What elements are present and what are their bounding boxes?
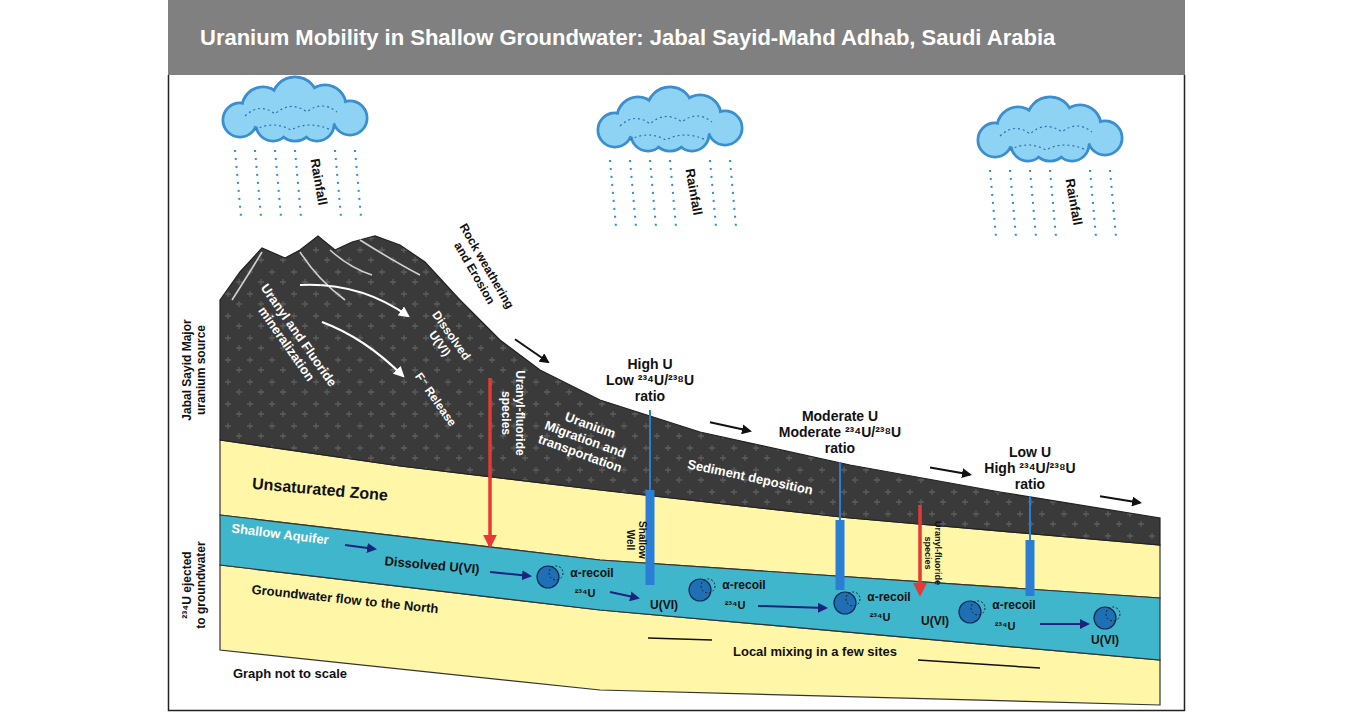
process-label: Sediment deposition (686, 457, 814, 498)
recoil-track (701, 579, 715, 593)
rain-drops (1030, 170, 1036, 237)
mineral-grain (834, 592, 856, 614)
rain-drops (650, 160, 656, 227)
process-label: ²³⁴U ejected to groundwater (181, 541, 209, 628)
ridge-line (232, 252, 262, 300)
infiltration-arrow (488, 378, 492, 546)
species-label: U(VI) (650, 599, 678, 613)
title: Uranium Mobility in Shallow Groundwater:… (168, 0, 1185, 51)
process-label: Rock weathering and Erosion (444, 222, 516, 319)
well-casing (649, 410, 651, 490)
rain-drops (610, 160, 616, 227)
infiltration-arrow (918, 505, 922, 594)
rain-label: Rainfall (307, 158, 330, 207)
frame (169, 75, 1185, 711)
well-result: Moderate U Moderate ²³⁴U/²³⁸U ratio (779, 408, 901, 456)
rain-drops (730, 160, 736, 227)
erosion-arrow (710, 422, 750, 431)
process-label: α-recoil (570, 567, 613, 581)
release-arrow (300, 285, 408, 316)
mineral-grain (689, 579, 711, 601)
bedrock-mountain (220, 236, 1160, 545)
title-bar: Uranium Mobility in Shallow Groundwater:… (168, 0, 1185, 75)
process-label: Uranium Migration and transportation (536, 404, 634, 476)
flow-arrow (758, 606, 826, 608)
source-label: Jabal Sayid Major uranium source (181, 319, 209, 420)
rain-drops (710, 160, 716, 227)
species-label: U(VI) (921, 615, 949, 629)
isotope-label: ²³⁴U (575, 587, 596, 600)
process-label: Dissolved U(VI) (417, 309, 472, 371)
erosion-arrow (515, 339, 548, 362)
release-arrow (322, 322, 403, 376)
well-screen (1026, 540, 1035, 596)
rain-drops (990, 170, 996, 237)
ridge-line (360, 240, 420, 275)
well-casing (1029, 496, 1031, 540)
flow-arrow (610, 592, 638, 598)
rain-label: Rainfall (682, 168, 705, 217)
cloud (598, 87, 742, 151)
mineral-label: Uranyl and Fluoride mineralization (245, 281, 339, 398)
process-label: F⁻ Release (411, 370, 458, 429)
isotope-label: ²³⁴U (870, 611, 891, 624)
mineral-grain (537, 566, 559, 588)
species-label: Uranyl-fluoride species (498, 370, 526, 455)
erosion-arrow (930, 467, 970, 474)
rain-drops (1090, 170, 1096, 237)
species-label: Uranyl-fluoride species (923, 521, 944, 585)
isotope-label: ²³⁴U (995, 620, 1016, 633)
shallow-aquifer (220, 515, 1160, 660)
zone-label: Unsaturated Zone (251, 475, 388, 505)
species-label: U(VI) (1091, 634, 1119, 648)
process-label: α-recoil (992, 599, 1035, 613)
mineral-grain (1094, 607, 1116, 629)
recoil-track (971, 601, 985, 615)
rain-drops (335, 150, 341, 217)
well-result: Low U High ²³⁴U/²³⁸U ratio (984, 444, 1075, 492)
rain-label: Rainfall (1062, 178, 1085, 227)
process-label: α-recoil (867, 591, 910, 605)
rain-drops (355, 150, 361, 217)
ridge-line (300, 252, 345, 300)
note-label: Local mixing in a few sites (733, 645, 897, 660)
mixing-line (918, 660, 1040, 668)
well-screen (836, 520, 845, 590)
species-label: Dissolved U(VI) (384, 554, 480, 577)
flow-arrow (1040, 623, 1088, 625)
rain-drops (275, 150, 281, 217)
well-result: High U Low ²³⁴U/²³⁸U ratio (606, 356, 694, 404)
page-ground (168, 75, 1185, 712)
flow-arrow (490, 572, 530, 576)
well-label: Shallow Well (625, 521, 648, 559)
zone-label: Shallow Aquifer (231, 522, 330, 549)
well-casing (839, 462, 841, 520)
process-label: α-recoil (722, 579, 765, 593)
isotope-label: ²³⁴U (725, 599, 746, 612)
rain-drops (630, 160, 636, 227)
mixing-line (648, 638, 712, 640)
rain-drops (1050, 170, 1056, 237)
rain-drops (1110, 170, 1116, 237)
note-label: Graph not to scale (233, 667, 347, 682)
mineral-grain (959, 601, 981, 623)
rain-drops (1010, 170, 1016, 237)
ridge-line (330, 250, 372, 275)
flow-arrow (345, 545, 375, 549)
erosion-arrow (1100, 496, 1140, 503)
rain-drops (235, 150, 241, 217)
cloud (223, 77, 367, 141)
rain-drops (295, 150, 301, 217)
rain-drops (670, 160, 676, 227)
cloud (978, 97, 1122, 161)
flow-label: Groundwater flow to the North (251, 583, 439, 617)
recoil-track (549, 566, 563, 580)
rain-drops (255, 150, 261, 217)
recoil-track (846, 592, 860, 606)
recoil-track (1106, 607, 1120, 621)
